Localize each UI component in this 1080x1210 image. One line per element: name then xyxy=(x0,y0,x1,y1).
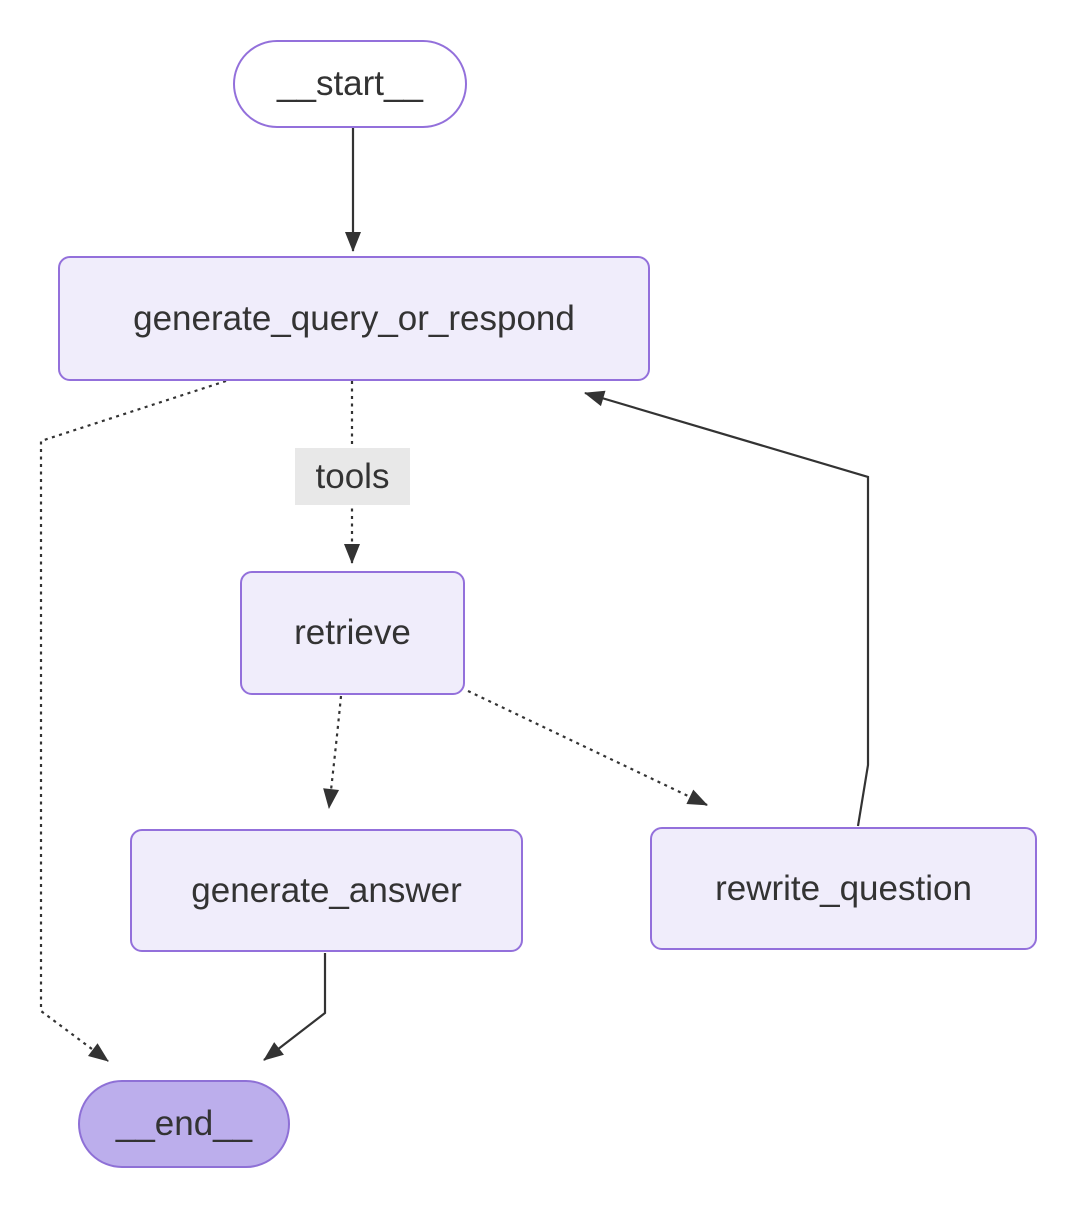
node-generate-query-or-respond-label: generate_query_or_respond xyxy=(133,298,575,338)
edge-generate-answer-to-end xyxy=(263,953,327,1061)
node-retrieve: retrieve xyxy=(240,571,465,695)
node-rewrite-question: rewrite_question xyxy=(650,827,1037,950)
node-end: __end__ xyxy=(78,1080,290,1168)
node-end-label: __end__ xyxy=(115,1104,253,1143)
node-rewrite-question-label: rewrite_question xyxy=(715,868,972,908)
node-start-label: __start__ xyxy=(277,64,423,103)
node-retrieve-label: retrieve xyxy=(294,613,411,652)
edge-generate-query-to-end xyxy=(39,379,227,1062)
node-generate-query-or-respond: generate_query_or_respond xyxy=(58,256,650,381)
node-start: __start__ xyxy=(233,40,467,128)
node-generate-answer-label: generate_answer xyxy=(191,870,462,910)
edge-label-tools: tools xyxy=(295,448,410,505)
edge-retrieve-to-generate-answer xyxy=(323,695,343,809)
node-generate-answer: generate_answer xyxy=(130,829,523,952)
edge-retrieve-to-rewrite-question xyxy=(467,690,708,806)
edge-rewrite-question-to-generate-query xyxy=(584,390,870,827)
